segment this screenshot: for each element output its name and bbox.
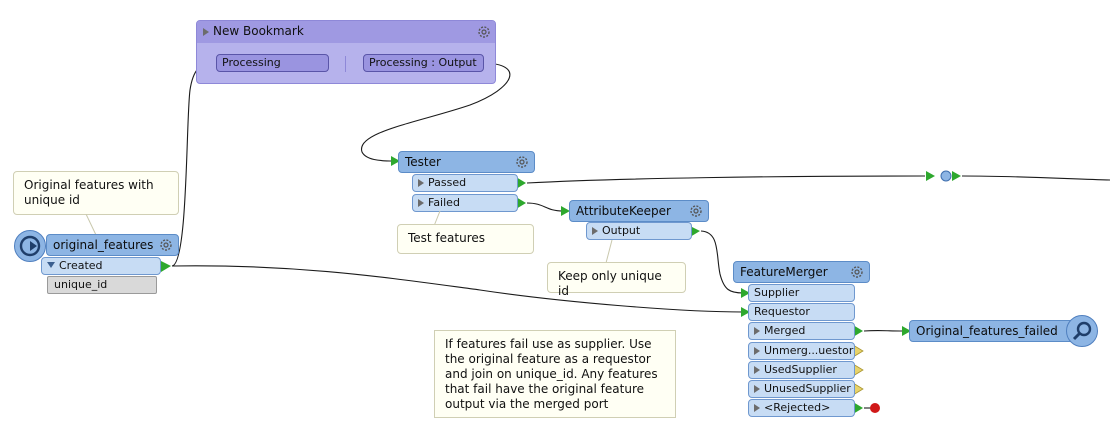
wire-failed-to-keeper (526, 202, 564, 212)
merger-output-unmerged-requestor[interactable]: Unmerg...uestor (748, 342, 855, 360)
merger-input-requestor[interactable]: Requestor (748, 303, 855, 321)
creator-header[interactable]: original_features (46, 234, 179, 256)
creator-icon[interactable] (14, 230, 46, 262)
tester-port-label: Failed (428, 196, 460, 209)
gear-icon[interactable] (849, 264, 865, 280)
merger-output-rejected[interactable]: <Rejected> (748, 399, 855, 417)
expand-icon[interactable] (418, 179, 424, 187)
merger-output-merged[interactable]: Merged (748, 322, 855, 340)
gear-icon[interactable] (158, 237, 174, 253)
created-port[interactable]: Created (41, 257, 161, 275)
expand-icon[interactable] (592, 227, 598, 235)
junction-node (940, 170, 952, 182)
merger-output-label: UsedSupplier (764, 363, 837, 376)
bookmark[interactable]: New Bookmark (196, 20, 496, 84)
annotation-pointer (433, 211, 441, 227)
tester-port-failed[interactable]: Failed (412, 194, 518, 212)
expand-icon[interactable] (203, 28, 209, 36)
wire-junction-out (961, 175, 1110, 181)
tester-annotation[interactable]: Test features (397, 224, 534, 254)
expand-icon[interactable] (754, 347, 760, 355)
wire-passed-right (526, 175, 926, 184)
merger-annotation[interactable]: If features fail use as supplier. Use th… (434, 330, 676, 418)
rejected-dot (870, 403, 880, 413)
expand-icon[interactable] (754, 404, 760, 412)
tester-header[interactable]: Tester (398, 151, 535, 173)
annotation-pointer (85, 214, 97, 236)
attributekeeper-output-port[interactable]: Output (586, 222, 692, 240)
merger-output-usedsupplier[interactable]: UsedSupplier (748, 361, 855, 379)
merger-output-label: UnusedSupplier (764, 382, 851, 395)
merger-output-label: <Rejected> (764, 401, 831, 414)
created-port-label: Created (59, 259, 103, 272)
keeper-annotation[interactable]: Keep only unique id (547, 262, 686, 298)
magnifier-icon (1072, 321, 1092, 341)
bookmark-divider (345, 56, 346, 72)
merger-input-supplier[interactable]: Supplier (748, 284, 855, 302)
junction-out-marker (952, 171, 961, 181)
unique-id-attribute: unique_id (47, 276, 157, 294)
output-port-label: Output (602, 224, 641, 237)
creator-annotation[interactable]: Original features with unique id (13, 171, 179, 215)
merger-output-label: Merged (764, 324, 806, 337)
tester-port-passed[interactable]: Passed (412, 174, 518, 192)
merger-output-unusedsupplier[interactable]: UnusedSupplier (748, 380, 855, 398)
expand-icon[interactable] (754, 385, 760, 393)
gear-icon[interactable] (514, 154, 530, 170)
expand-icon[interactable] (754, 327, 760, 335)
junction-in-marker (926, 171, 935, 181)
gear-icon[interactable] (476, 24, 492, 40)
bookmark-input-port[interactable]: Processing (216, 54, 329, 72)
annotation-pointer (605, 240, 613, 264)
expand-icon[interactable] (418, 199, 424, 207)
bookmark-header[interactable]: New Bookmark (197, 21, 495, 43)
attributekeeper-header[interactable]: AttributeKeeper (569, 200, 709, 222)
featuremerger-header[interactable]: FeatureMerger (733, 261, 870, 283)
bookmark-output-port[interactable]: Processing : Output (363, 54, 484, 72)
merger-output-label: Unmerg...uestor (764, 344, 854, 357)
created-marker (161, 261, 171, 272)
inspector-header[interactable]: Original_features_failed (909, 320, 1075, 342)
collapse-icon[interactable] (47, 262, 55, 268)
bookmark-title: New Bookmark (213, 24, 304, 38)
gear-icon[interactable] (688, 203, 704, 219)
tester-port-label: Passed (428, 176, 467, 189)
expand-icon[interactable] (754, 366, 760, 374)
inspector-icon[interactable] (1066, 315, 1098, 347)
